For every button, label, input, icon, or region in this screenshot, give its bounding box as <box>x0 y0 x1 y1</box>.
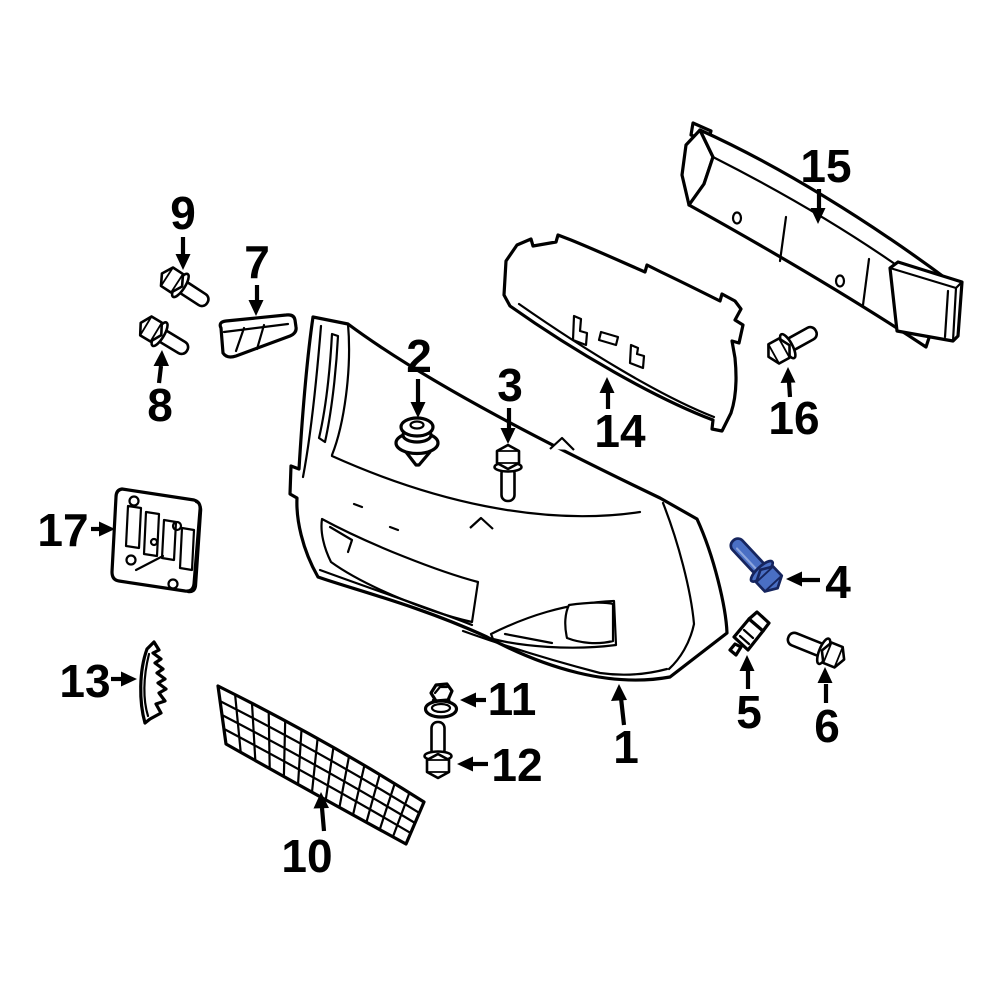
callout-10-arrow <box>319 807 327 832</box>
part-6-bolt <box>786 631 846 669</box>
callout-part-10[interactable]: 10 <box>281 792 333 882</box>
part-5-retainer-clip <box>728 610 771 657</box>
callout-8-label: 8 <box>147 379 173 431</box>
callout-3-label: 3 <box>497 359 523 411</box>
part-4-bolt-highlighted <box>729 537 784 593</box>
callout-14-arrowhead <box>599 377 615 393</box>
callout-1-label: 1 <box>613 721 639 773</box>
callout-17-label: 17 <box>37 504 88 556</box>
callout-part-5[interactable]: 5 <box>736 655 762 738</box>
callout-6-label: 6 <box>814 700 840 752</box>
callout-11-label: 11 <box>488 673 537 725</box>
grille-mesh-grid <box>219 693 421 838</box>
callout-13-arrowhead <box>121 671 137 687</box>
part-10-lower-grille-mesh <box>216 684 426 846</box>
callout-part-16[interactable]: 16 <box>768 367 820 444</box>
callout-16-arrowhead <box>780 367 796 383</box>
part-17-license-plate-bracket <box>110 487 203 594</box>
callout-part-4[interactable]: 4 <box>786 556 851 608</box>
callout-3-arrowhead <box>500 428 516 444</box>
callout-11-arrowhead <box>460 692 476 708</box>
callout-17-arrowhead <box>99 521 115 537</box>
part-12-bolt <box>423 720 453 780</box>
callout-9-arrowhead <box>175 254 191 270</box>
part-9-bolt <box>159 266 210 308</box>
part-2-push-retainer-clip <box>394 416 440 467</box>
callout-part-15[interactable]: 15 <box>800 140 852 224</box>
callout-5-label: 5 <box>736 686 762 738</box>
callout-9-label: 9 <box>170 187 196 239</box>
callout-8-arrowhead <box>153 350 169 366</box>
part-16-bolt <box>767 325 819 365</box>
callout-16-arrow <box>786 381 793 398</box>
callout-part-6[interactable]: 6 <box>814 667 840 752</box>
callout-13-label: 13 <box>59 655 110 707</box>
callout-part-3[interactable]: 3 <box>497 359 523 444</box>
part-13-side-support-bracket <box>139 640 168 725</box>
callout-12-label: 12 <box>491 739 542 791</box>
part-3-bolt <box>493 443 523 503</box>
callout-15-label: 15 <box>800 140 851 192</box>
part-7-bumper-bracket-pad <box>218 313 298 359</box>
callout-part-2[interactable]: 2 <box>406 330 432 418</box>
callout-7-arrowhead <box>248 300 264 316</box>
callout-2-label: 2 <box>406 330 432 382</box>
callout-12-arrowhead <box>457 756 473 772</box>
part-8-bolt <box>138 315 190 356</box>
callout-2-arrowhead <box>410 402 426 418</box>
callout-part-14[interactable]: 14 <box>594 377 646 457</box>
callout-7-label: 7 <box>244 236 270 288</box>
callout-4-label: 4 <box>825 556 851 608</box>
callout-16-label: 16 <box>768 392 819 444</box>
callout-part-12[interactable]: 12 <box>457 739 543 791</box>
part-14-energy-absorber <box>502 233 745 433</box>
callout-part-8[interactable]: 8 <box>147 350 173 431</box>
callout-part-7[interactable]: 7 <box>244 236 270 316</box>
callout-part-9[interactable]: 9 <box>170 187 196 270</box>
callout-6-arrowhead <box>817 667 833 683</box>
callout-part-13[interactable]: 13 <box>59 655 137 707</box>
callout-10-label: 10 <box>281 830 332 882</box>
callout-part-17[interactable]: 17 <box>37 504 115 556</box>
callout-8-arrow <box>156 365 164 384</box>
callout-1-arrow <box>618 697 627 726</box>
callout-5-arrowhead <box>739 655 755 671</box>
callout-4-arrowhead <box>786 571 802 587</box>
part-15-bumper-impact-bar <box>680 121 964 349</box>
part-11-push-nut <box>423 682 459 719</box>
callout-10-arrowhead <box>313 792 329 809</box>
callout-14-label: 14 <box>594 405 646 457</box>
callout-15-arrowhead <box>810 208 826 224</box>
callout-part-11[interactable]: 11 <box>460 673 536 725</box>
callout-part-1[interactable]: 1 <box>611 684 639 773</box>
callout-1-arrowhead <box>611 684 627 701</box>
